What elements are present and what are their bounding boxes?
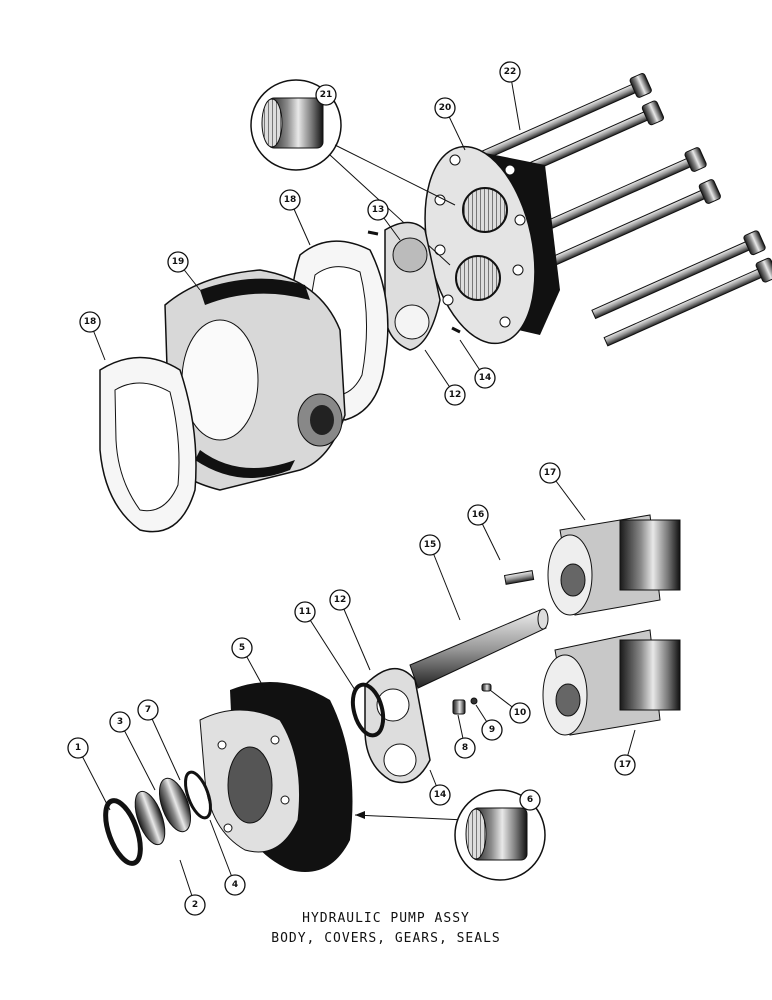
callout-17-lower: 17 [614, 754, 636, 776]
callout-5-label: 5 [239, 643, 245, 653]
wear-plate-upper [367, 221, 461, 351]
callout-18-left: 18 [79, 311, 101, 333]
callout-15-label: 15 [424, 540, 437, 550]
callout-14-upper: 14 [474, 367, 496, 389]
pump-body [164, 269, 346, 491]
bearing-inset-lower [354, 789, 546, 881]
callout-7-label: 7 [145, 705, 151, 715]
callout-22-label: 22 [504, 67, 517, 77]
callout-3: 3 [109, 711, 131, 733]
callout-4-label: 4 [232, 880, 238, 890]
callout-5: 5 [231, 637, 253, 659]
callout-15: 15 [419, 534, 441, 556]
diagram-subtitle: BODY, COVERS, GEARS, SEALS [271, 931, 501, 946]
callout-6: 6 [519, 789, 541, 811]
callout-7: 7 [137, 699, 159, 721]
callout-18-upper: 18 [279, 189, 301, 211]
front-cover [199, 682, 353, 872]
seal-ring [350, 682, 386, 738]
callout-1: 1 [67, 737, 89, 759]
callout-2-label: 2 [192, 900, 198, 910]
callout-12-upper: 12 [444, 384, 466, 406]
callout-10-label: 10 [514, 708, 527, 718]
callout-8-label: 8 [462, 743, 468, 753]
seal-stack [103, 770, 212, 866]
callout-13: 13 [367, 199, 389, 221]
callout-19-label: 19 [172, 257, 185, 267]
gear-lower [542, 629, 681, 736]
pump-cover [424, 145, 560, 345]
callout-16: 16 [467, 504, 489, 526]
callout-16-label: 16 [472, 510, 485, 520]
callout-13-label: 13 [372, 205, 385, 215]
shaft-key [503, 570, 535, 585]
callout-22: 22 [499, 61, 521, 83]
callout-12-lower-label: 12 [334, 595, 347, 605]
callout-14-lower-label: 14 [434, 790, 447, 800]
callout-9: 9 [481, 719, 503, 741]
drive-shaft [409, 608, 549, 689]
fittings [452, 683, 492, 715]
callout-14-upper-label: 14 [479, 373, 492, 383]
gasket-left [99, 356, 197, 533]
diagram-title: HYDRAULIC PUMP ASSY [302, 911, 470, 926]
callout-12-lower: 12 [329, 589, 351, 611]
callout-3-label: 3 [117, 717, 123, 727]
callout-11: 11 [294, 601, 316, 623]
callout-20-label: 20 [439, 103, 452, 113]
callout-19: 19 [167, 251, 189, 273]
callout-18-left-label: 18 [84, 317, 97, 327]
callout-1-label: 1 [75, 743, 81, 753]
callout-14-lower: 14 [429, 784, 451, 806]
callout-21: 21 [315, 84, 337, 106]
callout-17-lower-label: 17 [619, 760, 632, 770]
callout-9-label: 9 [489, 725, 495, 735]
callout-6-label: 6 [527, 795, 533, 805]
callout-10: 10 [509, 702, 531, 724]
callout-11-label: 11 [299, 607, 312, 617]
callout-4: 4 [224, 874, 246, 896]
callout-21-label: 21 [320, 90, 333, 100]
wear-plate-lower [364, 667, 431, 784]
callout-17-upper: 17 [539, 462, 561, 484]
callout-17-upper-label: 17 [544, 468, 557, 478]
gear-upper [547, 514, 681, 616]
callout-20: 20 [434, 97, 456, 119]
callout-2: 2 [184, 894, 206, 916]
callout-12-upper-label: 12 [449, 390, 462, 400]
callout-8: 8 [454, 737, 476, 759]
callout-18-upper-label: 18 [284, 195, 297, 205]
